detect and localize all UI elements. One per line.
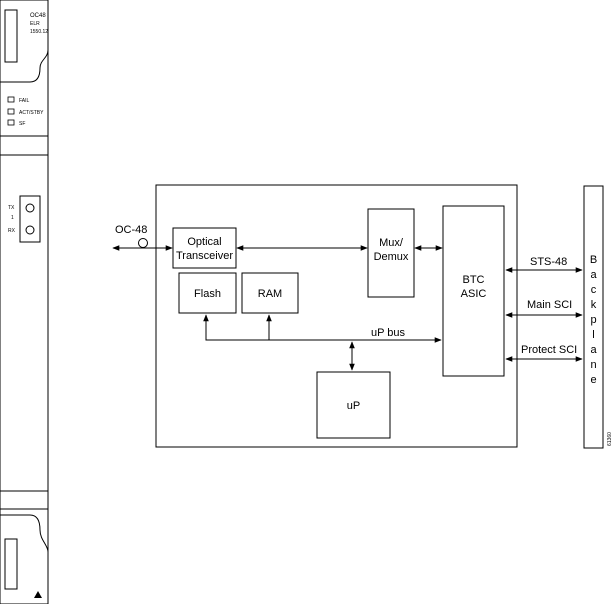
card-title-line-2: ELR (30, 21, 40, 27)
svg-text:p: p (590, 314, 596, 326)
up-bus-label: uP bus (371, 327, 406, 339)
oc48-label: OC-48 (115, 224, 147, 236)
optical-transceiver-line-1: Optical (187, 236, 221, 248)
top-latch-slot (4, 9, 18, 63)
card-title-line-1: OC48 (30, 13, 46, 19)
bottom-latch-slot (4, 538, 18, 590)
tx-port (25, 203, 35, 213)
rx-port (25, 225, 35, 235)
btc-asic-line-2: ASIC (461, 288, 487, 300)
card-faceplate: OC48 ELR 1550.12 FAIL ACT/STBY SF TX 1 R… (0, 0, 49, 604)
backplane-bar (583, 185, 604, 449)
svg-text:a: a (590, 344, 597, 356)
optical-transceiver-line-2: Transceiver (176, 250, 233, 262)
figure-id: 61360 (607, 432, 613, 446)
mux-demux-box (367, 208, 415, 298)
ram-label: RAM (258, 288, 282, 300)
svg-text:B: B (590, 254, 597, 266)
btc-asic-line-1: BTC (463, 274, 485, 286)
up-bus-line (205, 316, 442, 343)
ram-box (241, 272, 299, 314)
protect-sci-label: Protect SCI (521, 344, 577, 356)
flash-box (178, 272, 237, 314)
mux-demux-line-1: Mux/ (379, 237, 404, 249)
top-latch-curve (0, 49, 49, 83)
led-sf-label: SF (19, 121, 25, 127)
led-fail-label: FAIL (19, 98, 30, 104)
main-sci-label: Main SCI (527, 299, 572, 311)
up-label: uP (347, 400, 360, 412)
led-act-stby-label: ACT/STBY (19, 110, 44, 116)
svg-text:k: k (591, 299, 597, 311)
port-number: 1 (11, 215, 14, 221)
port-block (19, 195, 41, 243)
flash-label: Flash (194, 288, 221, 300)
optical-transceiver-box (172, 227, 237, 269)
card-title-line-3: 1550.12 (30, 29, 48, 35)
svg-text:a: a (590, 269, 597, 281)
btc-asic-box (442, 205, 505, 377)
tx-label: TX (8, 205, 15, 211)
svg-text:n: n (590, 359, 596, 371)
svg-text:e: e (590, 374, 596, 386)
led-fail (7, 96, 15, 103)
led-sf (7, 119, 15, 126)
mux-demux-line-2: Demux (374, 251, 409, 263)
backplane-label: B a c k p l a n e (590, 254, 598, 386)
svg-text:l: l (592, 329, 594, 341)
bottom-latch-curve (0, 514, 49, 553)
up-box (316, 371, 391, 439)
oc48-connector-icon (138, 238, 148, 248)
eject-triangle-icon (34, 591, 42, 598)
led-act-stby (7, 108, 15, 115)
sts48-label: STS-48 (530, 256, 567, 268)
rx-label: RX (8, 228, 16, 234)
svg-text:c: c (591, 284, 597, 296)
